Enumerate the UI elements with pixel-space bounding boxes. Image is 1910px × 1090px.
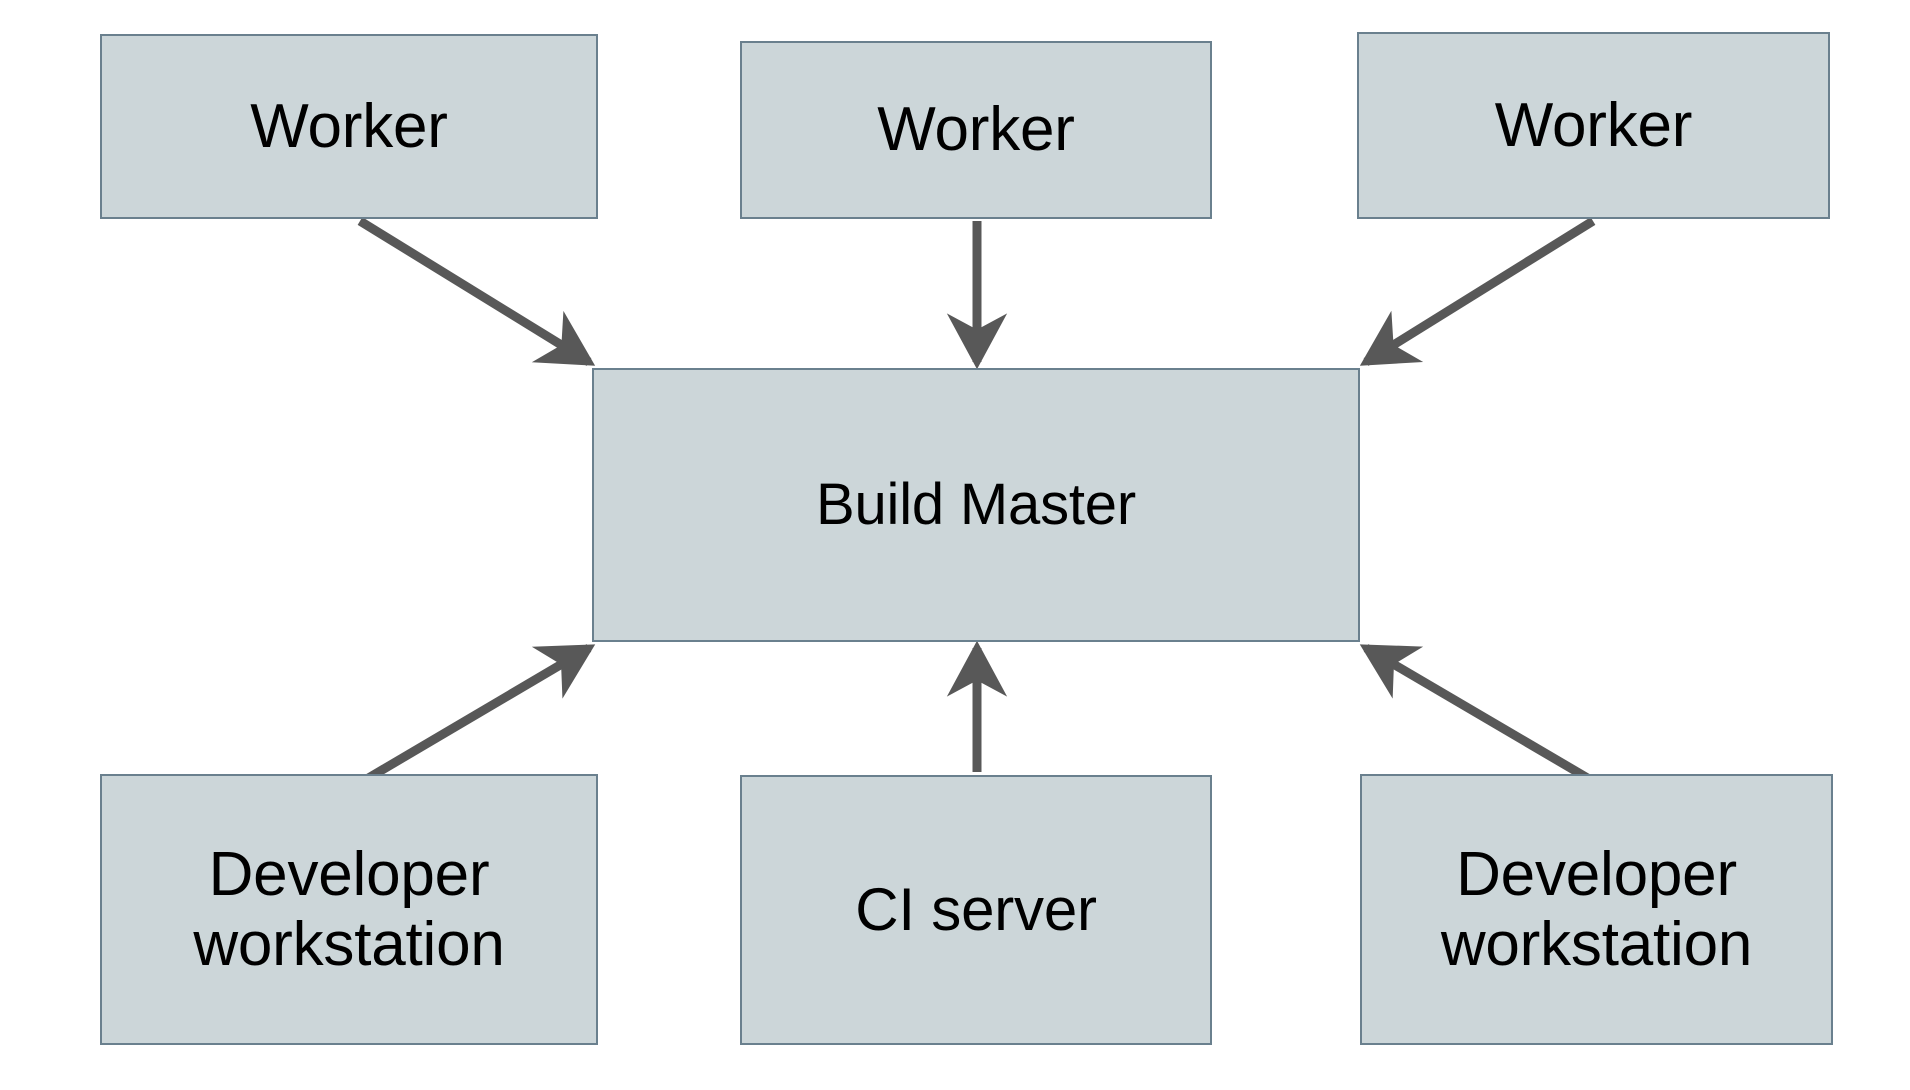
node-ci-server-label: CI server <box>855 876 1097 944</box>
edge-worker1-to-master <box>357 217 596 366</box>
edge-devleft-to-master <box>357 644 596 787</box>
node-worker-3[interactable]: Worker <box>1357 32 1830 219</box>
edge-devright-to-master <box>1359 644 1599 787</box>
node-worker-1[interactable]: Worker <box>100 34 598 219</box>
node-worker-3-label: Worker <box>1494 90 1693 160</box>
node-worker-2[interactable]: Worker <box>740 41 1212 219</box>
node-developer-workstation-left-label: Developer workstation <box>193 840 505 979</box>
node-worker-2-label: Worker <box>877 95 1075 165</box>
node-developer-workstation-left[interactable]: Developer workstation <box>100 774 598 1045</box>
node-build-master-label: Build Master <box>816 471 1136 537</box>
node-developer-workstation-right[interactable]: Developer workstation <box>1360 774 1833 1045</box>
node-ci-server[interactable]: CI server <box>740 775 1212 1045</box>
node-developer-workstation-right-label: Developer workstation <box>1440 840 1753 979</box>
edge-worker3-to-master <box>1359 217 1596 366</box>
node-build-master[interactable]: Build Master <box>592 368 1360 642</box>
node-worker-1-label: Worker <box>250 91 448 161</box>
